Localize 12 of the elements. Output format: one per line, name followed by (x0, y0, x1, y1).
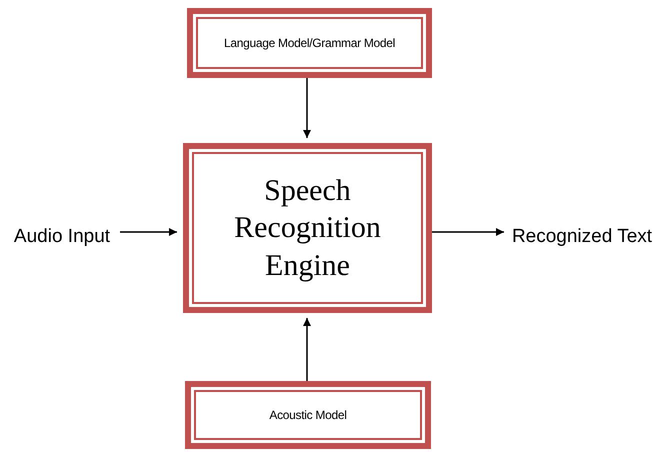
arrow (303, 318, 311, 381)
box-label: Speech Recognition Engine (233, 172, 382, 284)
box-label: Language Model/Grammar Model (224, 36, 396, 50)
arrow (432, 228, 504, 236)
model-box (185, 381, 431, 449)
engine-box (183, 143, 432, 313)
model-box (187, 8, 432, 78)
arrow (120, 228, 177, 236)
arrow (303, 78, 311, 138)
text-label: Audio Input (14, 226, 110, 248)
text-label: Recognized Text (512, 226, 652, 248)
box-label: Acoustic Model (269, 408, 347, 422)
